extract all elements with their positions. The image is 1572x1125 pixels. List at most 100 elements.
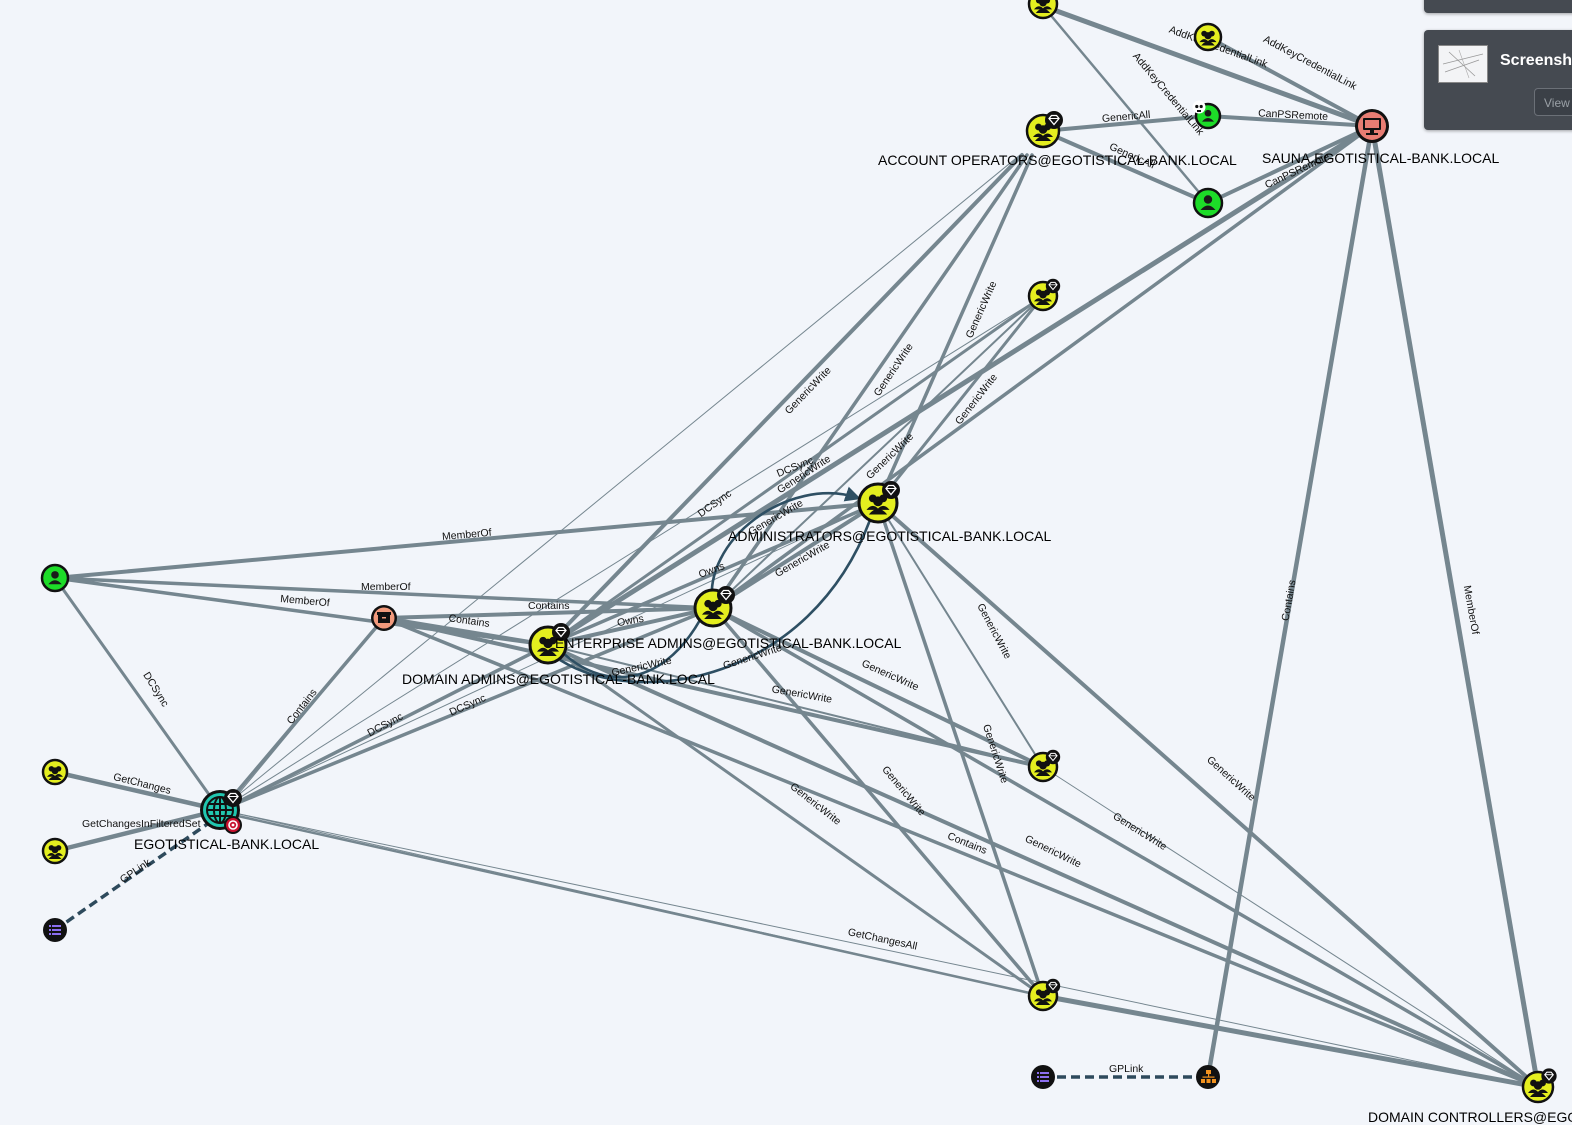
edge-user-to-sauna[interactable] xyxy=(1206,124,1374,205)
group-node-top[interactable] xyxy=(1027,0,1059,20)
edge-leftuser-to-domain[interactable] xyxy=(53,576,222,812)
edge-skulluser-to-sauna[interactable] xyxy=(1206,114,1374,128)
screenshot-thumbnail[interactable] xyxy=(1438,45,1488,83)
edge-enterprise-to-group5[interactable] xyxy=(711,606,1045,998)
edge-label-generic-write-12: GenericWrite xyxy=(860,658,921,694)
highvalue-badge-icon xyxy=(716,585,736,605)
edge-acctops-to-user[interactable] xyxy=(1041,129,1210,205)
account-operators-node[interactable] xyxy=(1025,110,1064,149)
group-node-2[interactable] xyxy=(1193,22,1223,52)
edge-gpo-left-to-domain[interactable] xyxy=(54,816,217,932)
edge-container-to-enterprise[interactable] xyxy=(382,606,715,620)
edge-label-generic-write-1: GenericWrite xyxy=(783,364,834,416)
edge-group3-to-admins[interactable] xyxy=(876,294,1045,505)
edge-domain-to-container-thin[interactable] xyxy=(229,617,385,805)
highvalue-badge-icon xyxy=(1044,110,1064,130)
node-label-domain-controllers: DOMAIN CONTROLLERS@EGOTISTICAL-BANK.LOCA… xyxy=(1368,1109,1572,1125)
edge-group3-to-domain[interactable] xyxy=(219,295,1044,811)
domain-node[interactable] xyxy=(200,788,243,834)
edge-label-generic-all-1: GenericAll xyxy=(1101,109,1150,125)
edge-domainadmins-to-admins[interactable] xyxy=(546,501,880,647)
edge-label-get-changes-all: GetChangesAll xyxy=(847,926,919,952)
edge-top-group-to-user[interactable] xyxy=(1041,4,1210,205)
edge-domainadmins-to-dc[interactable] xyxy=(546,643,1540,1089)
enterprise-admins-node[interactable] xyxy=(693,585,736,628)
edges xyxy=(52,3,1541,1090)
edge-leftgroup1-to-domain[interactable] xyxy=(52,769,223,813)
edge-sauna-thin[interactable] xyxy=(1371,125,1539,1088)
edge-enterprise-to-dc[interactable] xyxy=(711,606,1540,1089)
edge-admins-to-ou[interactable] xyxy=(877,502,1044,997)
edge-label-owns-2: Owns xyxy=(616,613,645,629)
edge-domainadmins-to-sauna[interactable] xyxy=(545,123,1375,648)
edge-label-member-of-1: MemberOf xyxy=(442,527,493,543)
edge-domain-to-domainadmins[interactable] xyxy=(228,643,550,808)
gpo-node-left[interactable] xyxy=(43,918,67,942)
gpo-node-bottom[interactable] xyxy=(1031,1065,1055,1089)
edge-group3-to-domainadmins[interactable] xyxy=(546,294,1045,647)
edge-owns-curve-1[interactable] xyxy=(710,486,861,609)
group-node-left-2[interactable] xyxy=(41,837,69,865)
edge-domain-to-dc[interactable] xyxy=(229,811,1539,1088)
edge-label-get-changes-filtered: GetChangesInFilteredSet xyxy=(82,818,201,830)
edge-domain-to-enterprise[interactable] xyxy=(228,606,715,808)
screenshot-panel: Screenshot View xyxy=(1424,30,1572,130)
view-button[interactable]: View xyxy=(1534,88,1572,116)
edge-acctops-to-domainadmins[interactable] xyxy=(546,153,1024,647)
edge-enterprise-to-admins[interactable] xyxy=(711,501,880,610)
domain-controllers-node[interactable] xyxy=(1521,1067,1558,1104)
edge-label-generic-write-17: GenericWrite xyxy=(1023,833,1083,871)
ou-node[interactable] xyxy=(1196,1065,1220,1089)
edge-label-contains-2: Contains xyxy=(448,612,491,630)
edge-leftgroup2-to-domain[interactable] xyxy=(52,807,223,854)
group-node-4[interactable] xyxy=(1027,749,1061,783)
edge-leftuser-to-admins[interactable] xyxy=(53,501,880,580)
edge-owns-curve-2[interactable] xyxy=(559,519,872,684)
administrators-node[interactable] xyxy=(857,480,901,524)
group-node-left-1[interactable] xyxy=(41,758,69,786)
edge-acctops-to-skulluser[interactable] xyxy=(1041,114,1210,133)
edge-label-contains-4: Contains xyxy=(1280,579,1299,622)
sauna-computer-node[interactable] xyxy=(1355,109,1389,143)
edge-container-to-group4[interactable] xyxy=(382,616,1045,769)
edge-domain-to-group5-getchangesall[interactable] xyxy=(218,810,1045,998)
edge-container-to-dc[interactable] xyxy=(382,616,1540,1089)
edge-admins-to-dc[interactable] xyxy=(876,501,1540,1089)
edge-owns-curve-3[interactable] xyxy=(559,619,702,679)
edge-label-generic-write-18: GenericWrite xyxy=(1111,810,1169,853)
edge-enterprise-to-group4[interactable] xyxy=(711,606,1045,769)
group-node-5[interactable] xyxy=(1027,978,1061,1012)
edge-top-group-to-sauna[interactable] xyxy=(1040,3,1375,129)
list-icon xyxy=(1037,1072,1049,1082)
edge-group4-to-dc[interactable] xyxy=(1042,766,1539,1088)
edge-acctops-to-enterprise[interactable] xyxy=(711,153,1029,610)
top-panel xyxy=(1424,0,1572,13)
container-node[interactable] xyxy=(371,605,397,631)
edge-label-member-of-4: MemberOf xyxy=(1461,584,1481,635)
user-node-1[interactable] xyxy=(1192,187,1224,219)
edge-label-gplink-1: GPLink xyxy=(118,856,154,886)
node-label-domain-admins: DOMAIN ADMINS@EGOTISTICAL-BANK.LOCAL xyxy=(402,671,715,687)
computer-icon xyxy=(1363,118,1381,135)
edge-domainadmins-to-enterprise[interactable] xyxy=(546,606,715,647)
edge-domainadmins-to-group5[interactable] xyxy=(546,643,1045,998)
edge-group2-to-sauna[interactable] xyxy=(1206,35,1374,128)
edge-sauna-ou[interactable] xyxy=(1205,123,1375,1080)
edge-group3-to-enterprise[interactable] xyxy=(712,295,1044,609)
screenshot-title: Screenshot xyxy=(1500,52,1572,69)
edge-leftuser-to-domainadmins[interactable] xyxy=(53,576,550,647)
group-node-3[interactable] xyxy=(1027,278,1061,312)
owned-user-node[interactable] xyxy=(1192,100,1222,130)
edge-acctops-to-admins[interactable] xyxy=(876,153,1034,505)
domain-admins-node[interactable] xyxy=(528,622,571,665)
edge-leftuser-to-enterprise[interactable] xyxy=(53,576,715,610)
edge-acctops-to-domain[interactable] xyxy=(219,154,1021,811)
edge-group5-to-dc[interactable] xyxy=(1040,993,1541,1090)
edge-label-member-of-3: MemberOf xyxy=(280,593,331,609)
edge-label-generic-write-13: GenericWrite xyxy=(974,602,1013,662)
edge-label-gplink-2: GPLink xyxy=(1109,1063,1144,1075)
node-label-sauna: SAUNA.EGOTISTICAL-BANK.LOCAL xyxy=(1262,150,1499,166)
user-node-left[interactable] xyxy=(40,563,70,593)
edge-admins-to-group4[interactable] xyxy=(877,502,1044,768)
